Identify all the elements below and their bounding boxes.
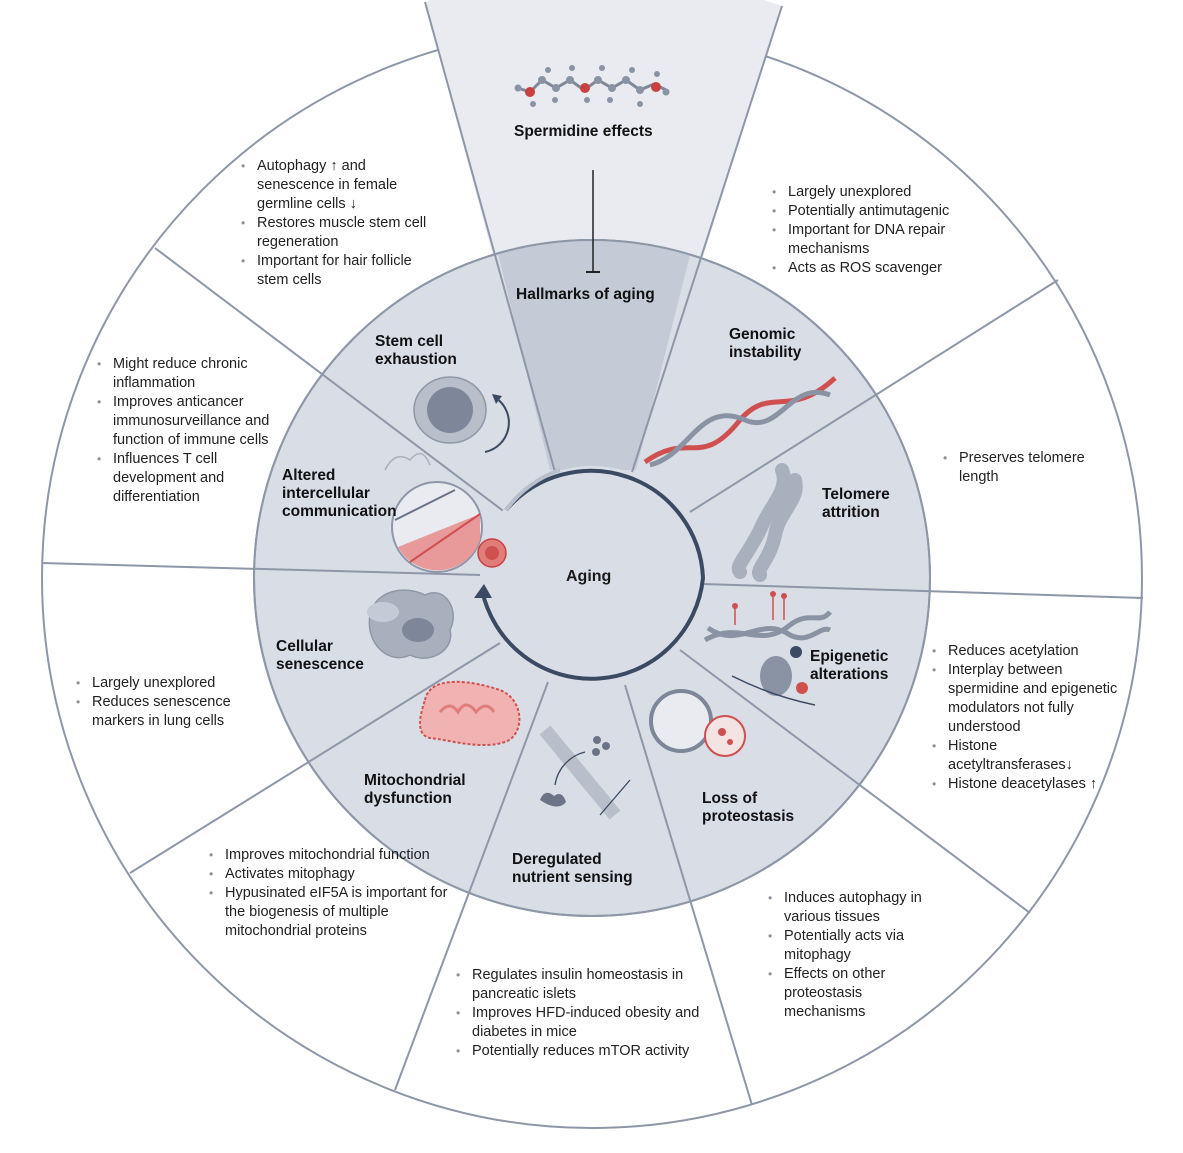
effect-item: Potentially acts via mitophagy [768,927,938,965]
aging-center-label: Aging [566,568,612,585]
effect-item: Autophagy ↑ and senescence in female ger… [241,157,441,214]
effect-item: Induces autophagy in various tissues [768,889,938,927]
effect-item: Reduces acetylation [932,642,1122,661]
spoke [394,681,549,1091]
spermidine-effects-title: Spermidine effects [514,123,653,140]
aging-circle [480,466,704,690]
effect-item: Restores muscle stem cell regeneration [241,214,441,252]
spokes [41,1,1144,1106]
effect-item: Hypusinated eIF5A is important for the b… [209,884,454,941]
spoke [702,583,1144,599]
effect-item: Improves mitochondrial function [209,846,454,865]
spoke [129,642,501,874]
mitochondria-icon [419,680,521,746]
effect-item: Histone deacetylases ↑ [932,775,1122,794]
effects-altered-intercellular-communication: Might reduce chronic inflammationImprove… [97,355,282,507]
effect-item: Histone acetyltransferases↓ [932,737,1122,775]
effects-cellular-senescence: Largely unexploredReduces senescence mar… [76,674,266,731]
effect-item: Potentially reduces mTOR activity [456,1042,706,1061]
dna-helix-icon [643,376,837,468]
effect-item: Effects on other proteostasis mechanisms [768,965,938,1022]
spoke [154,247,507,514]
intercellular-communication-icon [384,452,507,573]
cycle-arrow [480,468,706,681]
senescent-cell-icon [367,589,454,659]
chromosome-icon [731,463,803,582]
effect-item: Improves HFD-induced obesity and diabete… [456,1004,706,1042]
effect-item: Largely unexplored [76,674,266,693]
effect-item: Acts as ROS scavenger [772,259,1002,278]
effects-telomere-attrition: Preserves telomere length [943,449,1113,487]
hallmarks-title: Hallmarks of aging [516,286,655,303]
spermidine-wedge [425,0,782,470]
effect-item: Improves anticancer immunosurveillance a… [97,393,282,450]
effect-item: Might reduce chronic inflammation [97,355,282,393]
nutrient-sensing-icon [539,725,631,820]
effect-item: Important for hair follicle stem cells [241,252,441,290]
spoke [624,684,753,1106]
effect-item: Largely unexplored [772,183,1002,202]
effects-loss-of-proteostasis: Induces autophagy in various tissuesPote… [768,889,938,1022]
stem-cell-icon [413,376,510,453]
epigenetic-icon [703,591,832,706]
effect-item: Activates mitophagy [209,865,454,884]
effect-item: Interplay between spermidine and epigene… [932,661,1122,737]
effect-item: Potentially antimutagenic [772,202,1002,221]
hallmarks-wedge [498,240,690,470]
arrow-head-icon [474,584,492,598]
effects-deregulated-nutrient-sensing: Regulates insulin homeostasis in pancrea… [456,966,706,1061]
effects-epigenetic-alterations: Reduces acetylationInterplay between spe… [932,642,1122,794]
autophagosome-icon [649,689,746,757]
effect-item: Regulates insulin homeostasis in pancrea… [456,966,706,1004]
effects-mitochondrial-dysfunction: Improves mitochondrial functionActivates… [209,846,454,941]
effect-item: Reduces senescence markers in lung cells [76,693,266,731]
effect-item: Preserves telomere length [943,449,1113,487]
spoke [679,649,1031,914]
effects-stem-cell-exhaustion: Autophagy ↑ and senescence in female ger… [241,157,441,290]
spermidine-molecule-icon [514,65,670,107]
effect-item: Important for DNA repair mechanisms [772,221,1002,259]
spoke [424,1,556,473]
effect-item: Influences T cell development and differ… [97,450,282,507]
spoke [631,5,783,473]
effects-genomic-instability: Largely unexploredPotentially antimutage… [772,183,1002,278]
spoke [41,562,482,576]
spoke [689,279,1059,513]
